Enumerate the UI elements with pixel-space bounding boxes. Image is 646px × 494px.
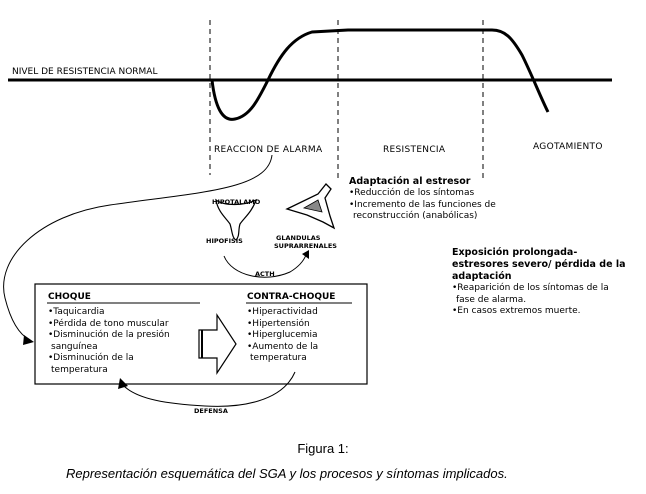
adrenal-gland-inner [302, 199, 323, 213]
normal-resistance-label: NIVEL DE RESISTENCIA NORMAL [12, 67, 158, 77]
acth-label: ACTH [255, 270, 275, 278]
shock-list: •Taquicardia •Pérdida de tono muscular •… [48, 307, 170, 376]
counter-shock-list: •Hiperactividad •Hipertensión •Hipergluc… [247, 307, 318, 365]
adaptation-item: •Incremento de las funciones de [349, 199, 496, 210]
shock-item: temperatura [51, 364, 108, 375]
acth-arrow [223, 254, 307, 278]
counter-shock-item: temperatura [250, 353, 307, 363]
exposure-block: Exposición prolongada- estresores severo… [452, 247, 625, 318]
shock-title: CHOQUE [48, 292, 91, 302]
exposure-title-line: adaptación [452, 271, 512, 282]
adaptation-item: •Reducción de los síntomas [349, 188, 475, 198]
shock-item: •Disminución de la presión [48, 330, 170, 340]
alarm-to-shock-arrowhead [23, 335, 34, 345]
exposure-title-line: Exposición prolongada- [452, 247, 578, 258]
alarm-to-shock-arrow [3, 154, 273, 341]
hypothalamus-shape [215, 198, 258, 241]
adrenal-label-line: GLANDULAS [276, 234, 321, 242]
hypophysis-label: HIPOFISIS [206, 237, 243, 245]
counter-shock-item: •Hiperactividad [247, 307, 318, 317]
shock-item: •Taquicardia [48, 307, 105, 317]
exposure-item: •Reaparición de los síntomas de la [452, 283, 609, 293]
phase-label-alarm: REACCION DE ALARMA [214, 145, 323, 155]
exposure-item: •En casos extremos muerte. [452, 306, 581, 316]
adaptation-block: Adaptación al estresor •Reducción de los… [349, 176, 496, 223]
phase-label-resistance: RESISTENCIA [383, 145, 446, 155]
exposure-title-line: estresores severo/ pérdida de la [452, 259, 626, 270]
defense-arrowhead [118, 378, 128, 389]
shock-item: •Disminución de la [48, 353, 134, 363]
counter-shock-title: CONTRA-CHOQUE [247, 292, 336, 302]
shock-item: sanguínea [51, 341, 98, 352]
adaptation-item: reconstrucción (anabólicas) [353, 211, 478, 221]
adrenal-label-line: SUPRARRENALES [274, 241, 337, 250]
acth-arrowhead [302, 250, 309, 259]
phase-label-exhaustion: AGOTAMIENTO [533, 142, 603, 152]
counter-shock-item: •Aumento de la [247, 341, 319, 352]
counter-shock-item: •Hipertensión [247, 318, 310, 329]
figure-caption: Representación esquemática del SGA y los… [66, 466, 508, 481]
exposure-item: fase de alarma. [456, 294, 527, 305]
counter-shock-item: •Hiperglucemia [247, 330, 318, 340]
hypothalamus-label: HIPOTALAMO [212, 198, 261, 206]
shock-item: •Pérdida de tono muscular [48, 318, 169, 329]
defense-arrow [121, 371, 296, 407]
resistance-curve [210, 28, 550, 121]
figure-label: Figura 1: [297, 441, 349, 456]
adrenal-label: GLANDULAS SUPRARRENALES [274, 234, 337, 251]
defense-label: DEFENSA [194, 407, 228, 415]
adaptation-title: Adaptación al estresor [349, 176, 471, 187]
